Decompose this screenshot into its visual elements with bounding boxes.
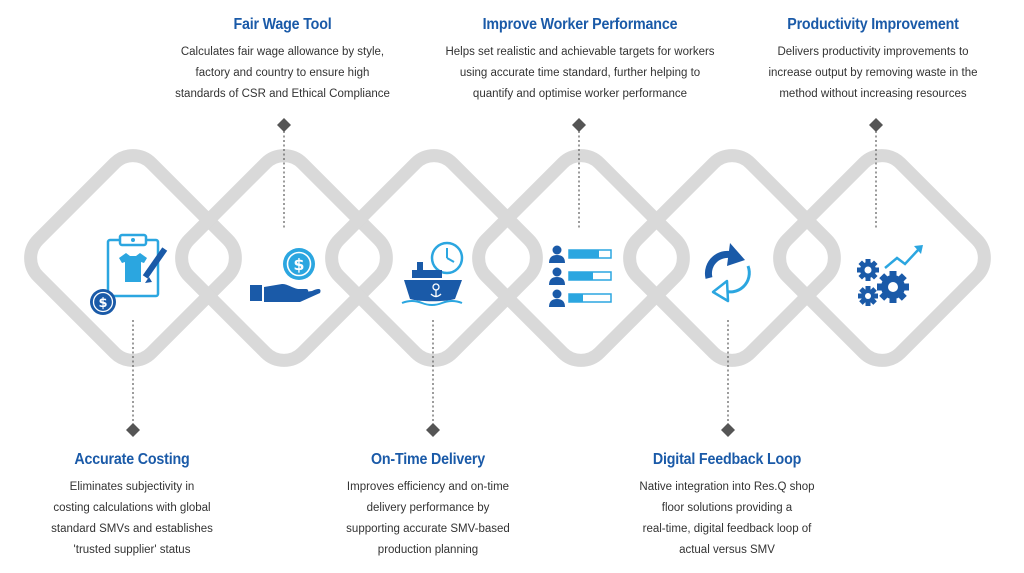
connector-node-productivity [869,118,883,132]
gears-trend-icon [857,245,923,306]
hand-dollar-coin-icon: $ [250,248,321,302]
feature-worker-performance: Improve Worker Performance Helps set rea… [430,16,730,105]
feature-desc-line: supporting accurate SMV-based [346,523,510,535]
worker-bars-icon [549,245,612,307]
feature-title: Accurate Costing [74,451,190,468]
feature-desc-line: method without increasing resources [779,88,967,100]
feature-productivity: Productivity Improvement Delivers produc… [748,16,998,105]
feature-on-time-delivery: On-Time Delivery Improves efficiency and… [318,451,538,561]
feature-desc-line: Native integration into Res.Q shop [639,481,815,493]
feature-title: Improve Worker Performance [482,16,678,33]
connector-node-worker [572,118,586,132]
feature-desc-line: standard SMVs and establishes [51,523,213,535]
connector-node-feedback [721,423,735,437]
ship-clock-icon [401,241,464,306]
feature-desc-line: floor solutions providing a [661,502,793,514]
clipboard-shirt-dollar-icon: $ [90,233,168,315]
feature-digital-feedback-loop: Digital Feedback Loop Native integration… [617,451,837,561]
feature-desc-line: Delivers productivity improvements to [777,46,969,58]
diamond-3 [325,149,543,367]
svg-text:$: $ [293,255,304,274]
feature-desc-line: Helps set realistic and achievable targe… [445,46,715,58]
diamond-2 [175,149,393,367]
feature-desc-line: Calculates fair wage allowance by style, [180,46,385,58]
diamond-4 [472,149,690,367]
feature-title: On-Time Delivery [370,451,486,468]
feature-desc-line: actual versus SMV [679,544,775,556]
feature-desc-line: 'trusted supplier' status [73,544,191,556]
connector-node-delivery [426,423,440,437]
feature-desc-line: production planning [377,544,479,556]
feature-title: Productivity Improvement [787,16,959,33]
svg-text:$: $ [98,296,107,311]
feature-title: Digital Feedback Loop [652,451,802,468]
feature-desc-line: Eliminates subjectivity in [69,481,195,493]
feature-desc-line: real-time, digital feedback loop of [642,523,812,535]
feature-desc-line: delivery performance by [366,502,490,514]
diamond-5 [623,149,841,367]
feature-desc-line: quantify and optimise worker performance [472,88,688,100]
feature-desc-line: Improves efficiency and on-time [346,481,510,493]
feature-desc-line: factory and country to ensure high [195,67,370,79]
connector-node-costing [126,423,140,437]
feature-title: Fair Wage Tool [233,16,332,33]
diamond-1 [24,149,242,367]
feature-accurate-costing: Accurate Costing Eliminates subjectivity… [22,451,242,561]
feature-fair-wage: Fair Wage Tool Calculates fair wage allo… [150,16,415,105]
connector-node-fair-wage [277,118,291,132]
feature-desc-line: using accurate time standard, further he… [459,67,701,79]
feature-desc-line: increase output by removing waste in the [768,67,978,79]
diamond-6 [773,149,991,367]
feature-desc-line: standards of CSR and Ethical Compliance [175,88,390,100]
feature-desc-line: costing calculations with global [53,502,211,514]
refresh-cycle-icon [704,243,751,303]
